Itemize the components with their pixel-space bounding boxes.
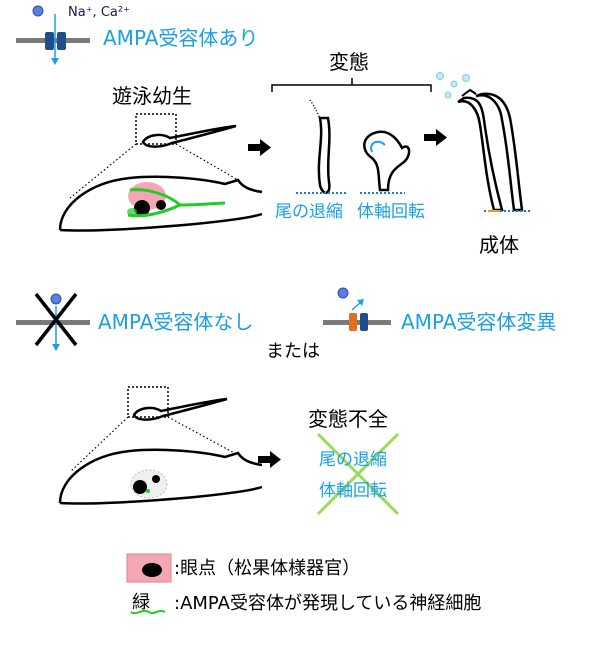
- arrow-right-icon: [248, 139, 271, 156]
- tail-regression-figure: [296, 100, 348, 193]
- adult-figure: [437, 73, 531, 212]
- incomplete-metamorphosis-label: 変態不全: [308, 409, 388, 429]
- tail-regression-label: 尾の退縮: [275, 204, 343, 221]
- zoom-line: [70, 417, 128, 472]
- eyespot-dot: [133, 480, 147, 494]
- metamorphosis-label: 変態: [329, 52, 369, 72]
- eyespot-legend-text: :眼点（松果体様器官）: [174, 560, 360, 578]
- otolith-dot: [156, 200, 166, 210]
- receptor-mutant-icon: [323, 288, 391, 331]
- ion-ball-icon: [51, 294, 61, 304]
- zoom-line: [168, 417, 238, 455]
- adult-label: 成体: [479, 235, 519, 255]
- green-legend-label: AMPA受容体が発現している神経細胞: [180, 593, 481, 614]
- otolith-dot: [152, 475, 160, 483]
- failed-body-axis-rotation-label: 体軸回転: [319, 483, 387, 500]
- zoom-line: [176, 144, 238, 180]
- receptor-present-label: AMPA受容体あり: [103, 28, 258, 48]
- arrow-head-icon: [51, 58, 59, 65]
- zoom-line: [70, 144, 136, 198]
- larva-head-enlarged: [60, 177, 262, 231]
- larva-head-enlarged: [60, 450, 262, 504]
- ion-label: Na⁺, Ca²⁺: [68, 6, 130, 19]
- receptor-absent-label: AMPA受容体なし: [98, 312, 253, 332]
- green-legend-text: :AMPA受容体が発現している神経細胞: [174, 595, 481, 613]
- metamorphosis-bracket: [272, 78, 431, 92]
- receptor-absent-icon: [16, 294, 90, 351]
- green-legend-glyph: 緑: [132, 594, 150, 612]
- receptor-mutant-label: AMPA受容体変異: [401, 312, 556, 332]
- ion-ball-icon: [33, 6, 43, 16]
- swimming-larva-label: 遊泳幼生: [112, 86, 192, 106]
- or-label: または: [266, 343, 320, 361]
- arrow-right-icon: [424, 129, 447, 146]
- channel-subunit-icon: [57, 32, 66, 50]
- channel-subunit-icon: [360, 313, 368, 331]
- eyespot-legend-icon: [127, 554, 171, 582]
- larva-small-icon: [134, 399, 227, 420]
- body-axis-rotation-label: 体軸回転: [357, 204, 425, 221]
- channel-subunit-icon: [45, 32, 54, 50]
- eyespot-legend-label: 眼点（松果体様器官）: [180, 558, 360, 579]
- ion-ball-icon: [338, 288, 348, 298]
- body-axis-rotation-figure: [360, 132, 409, 193]
- mutant-subunit-icon: [349, 313, 357, 331]
- failed-tail-regression-label: 尾の退縮: [319, 452, 387, 469]
